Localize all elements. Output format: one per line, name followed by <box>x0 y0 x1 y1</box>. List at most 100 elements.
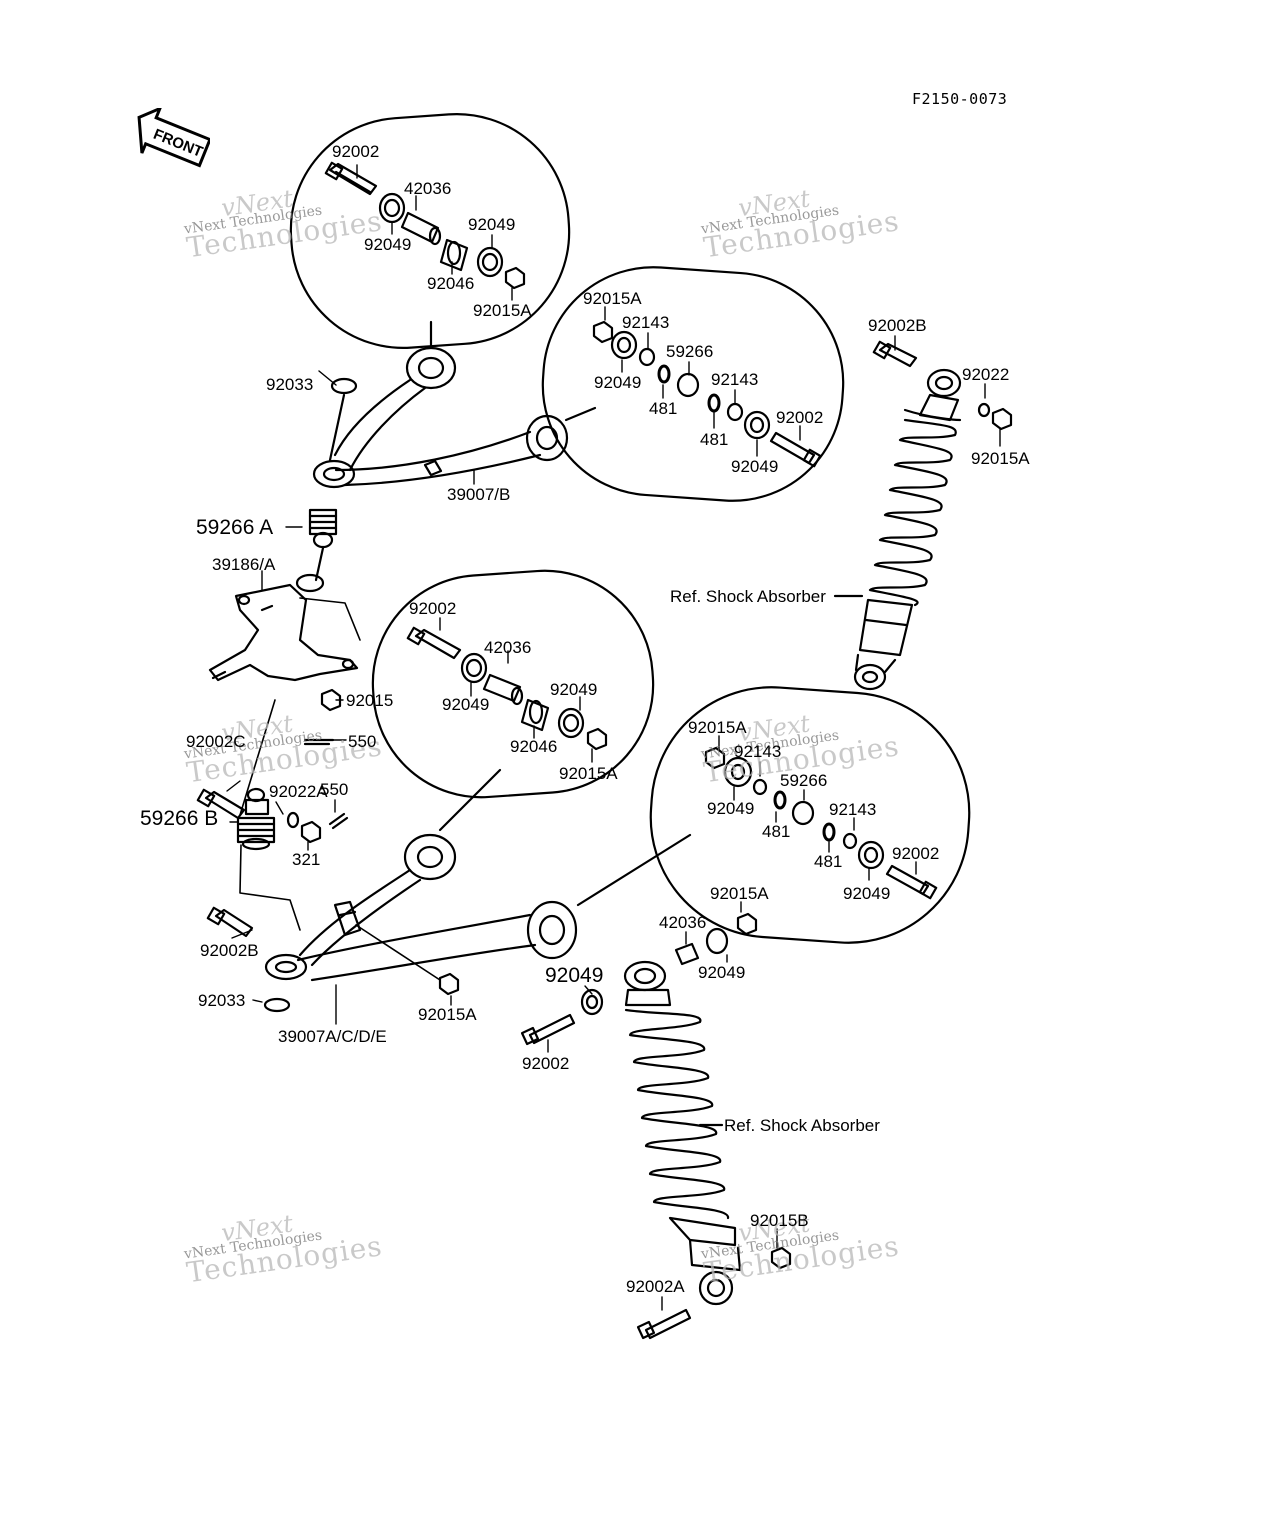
part-label: 92049 <box>707 799 755 818</box>
part-label: 92049 <box>442 695 490 714</box>
nut-92015A-upper <box>504 266 526 290</box>
callout-mid-left <box>371 569 655 799</box>
part-label: 92015A <box>710 884 769 903</box>
bushing-92049-r1a <box>610 330 638 360</box>
part-label: 92033 <box>266 375 314 394</box>
bolt-92002-lower <box>520 1013 576 1046</box>
nut-92015A-mid <box>586 727 608 751</box>
bolt-92002B-lower <box>206 906 254 938</box>
part-label: 92015A <box>418 1005 477 1024</box>
lower-a-arm <box>264 833 578 982</box>
washer-92143-r2b <box>842 832 858 850</box>
part-label: 92015A <box>473 301 532 320</box>
ring-481-r2a <box>773 790 787 810</box>
bolt-92002C <box>196 788 246 820</box>
front-arrow-icon: FRONT <box>137 108 210 168</box>
part-label: 481 <box>762 822 791 841</box>
washer-92143-r2a <box>752 778 768 796</box>
part-label: 92022A <box>269 782 328 801</box>
part-label: 42036 <box>659 913 707 932</box>
part-label: 92022 <box>962 365 1010 384</box>
part-label: 92143 <box>711 370 759 389</box>
part-label: Ref. Shock Absorber <box>670 587 826 606</box>
part-label: 92049 <box>545 964 604 987</box>
sleeve-92046-mid <box>520 698 550 732</box>
nut-92015A-r2 <box>704 746 726 770</box>
upper-a-arm <box>312 346 569 489</box>
nut-321 <box>300 820 322 844</box>
part-label: 550 <box>348 732 377 751</box>
part-label: 59266 <box>666 342 714 361</box>
shock-absorber-upper <box>853 340 1013 691</box>
part-label: 92002 <box>776 408 824 427</box>
part-label: 92046 <box>510 737 558 756</box>
part-label: 92015B <box>750 1211 809 1230</box>
part-label: 92049 <box>698 963 746 982</box>
callout-upper-right <box>541 266 845 502</box>
part-label: 59266 B <box>140 807 219 830</box>
part-label: 92002 <box>892 844 940 863</box>
sleeve-59266-r2 <box>791 800 815 826</box>
callout-upper-left <box>289 113 571 349</box>
part-label: 481 <box>649 399 678 418</box>
nut-92015B <box>770 1246 792 1270</box>
part-label: 92002C <box>186 732 246 751</box>
part-label: Ref. Shock Absorber <box>724 1116 880 1135</box>
part-label: 92002B <box>868 316 927 335</box>
part-label: 92143 <box>734 742 782 761</box>
part-label: 92002 <box>409 599 457 618</box>
washer-92143-r1b <box>726 402 744 422</box>
nut-92015 <box>320 688 342 712</box>
part-label: 92015A <box>559 764 618 783</box>
collar-42036-upper <box>400 211 442 246</box>
washer-92022A <box>286 811 300 829</box>
part-label: 92033 <box>198 991 246 1010</box>
part-label: 39007A/C/D/E <box>278 1027 387 1046</box>
clip-92033-lower <box>263 997 291 1013</box>
part-label: 92002 <box>522 1054 570 1073</box>
part-label: 92002A <box>626 1277 685 1296</box>
part-label: 42036 <box>404 179 452 198</box>
part-label: 92143 <box>622 313 670 332</box>
bushing-92049-r1b <box>743 410 771 440</box>
collar-42036-mid <box>482 673 524 706</box>
part-label: 92049 <box>594 373 642 392</box>
washer-92143-r1a <box>638 347 656 367</box>
washer-92022 <box>977 402 991 418</box>
bolt-92002-mid <box>406 626 462 660</box>
ring-481-r1a <box>657 364 671 384</box>
part-label: 59266 <box>780 771 828 790</box>
bushing-92049-mid-a <box>460 652 488 684</box>
bushing-92049-r2b <box>857 840 885 870</box>
part-label: 92002B <box>200 941 259 960</box>
nut-92015A-lower-shock <box>736 912 758 936</box>
bushing-92049-upper-a <box>378 192 406 224</box>
bolt-92002-r2 <box>885 864 938 900</box>
part-label: 42036 <box>484 638 532 657</box>
nut-92015A-arm <box>438 972 460 996</box>
part-label: 92015A <box>583 289 642 308</box>
clip-92033-upper <box>330 377 358 395</box>
part-label: 39007/B <box>447 485 511 504</box>
part-label: 92143 <box>829 800 877 819</box>
steering-knuckle-39186A <box>208 573 359 682</box>
nut-92015A-shock <box>991 407 1013 431</box>
bolt-92002-r1 <box>769 431 822 468</box>
part-label: 92049 <box>364 235 412 254</box>
ring-481-r1b <box>707 393 721 413</box>
bushing-92049-upper-b <box>476 246 504 278</box>
ball-joint-59266A <box>308 508 338 582</box>
bolt-92002-upper <box>324 161 378 196</box>
diagram-code: F2150-0073 <box>912 90 1008 108</box>
bolt-92002A <box>636 1308 692 1340</box>
part-label: 92046 <box>427 274 475 293</box>
part-label: 481 <box>814 852 843 871</box>
part-label: 321 <box>292 850 321 869</box>
callout-mid-right <box>649 686 971 944</box>
bushing-92049-lower-b <box>580 988 604 1016</box>
part-label: 92049 <box>843 884 891 903</box>
bushing-92049-r2a <box>723 756 753 788</box>
collar-42036-lower <box>674 942 700 966</box>
bushing-92049-mid-b <box>557 707 585 739</box>
